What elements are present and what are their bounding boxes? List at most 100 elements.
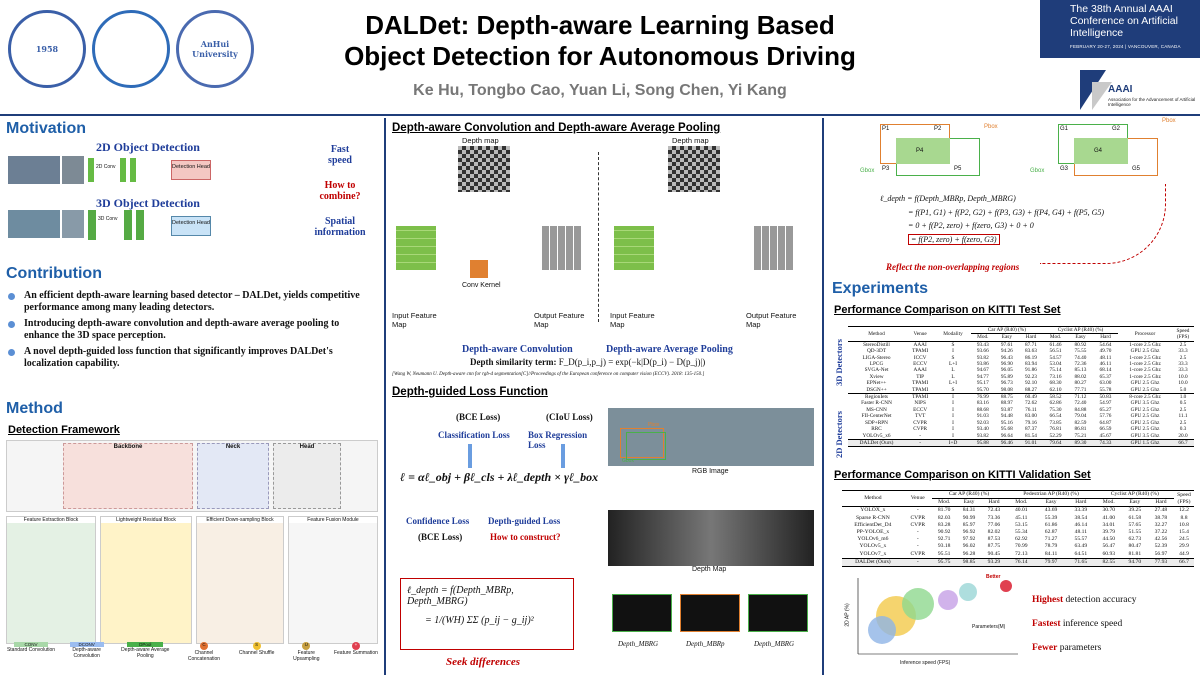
label-g3: G3 <box>1060 166 1069 172</box>
table-cell: - <box>916 529 919 536</box>
table-cell: 95.89 <box>1000 373 1013 380</box>
how-to-construct: How to construct? <box>490 532 561 542</box>
table-cell: 71.27 <box>1044 536 1058 543</box>
table-cell: 10.8 <box>1179 521 1189 528</box>
bubble-legend: Parameters(M) <box>972 624 1006 630</box>
table-cell: - <box>919 439 922 446</box>
table-cell: 94.48 <box>1000 413 1013 420</box>
depth-loss-eq: ℓ_depth = f(Depth_MBRp, Depth_MBRG) <box>407 585 514 607</box>
table-cell: 20.0 <box>1178 432 1188 439</box>
bce-bottom: (BCE Loss) <box>418 532 463 542</box>
table-cell: GPU 2.5 Ghz <box>1130 406 1160 413</box>
table-cell: I <box>952 406 954 413</box>
table-cell: 83.94 <box>1025 361 1037 368</box>
table-cell: 92.71 <box>937 536 951 543</box>
table-cell: 79.64 <box>1049 439 1062 446</box>
pbox-rect <box>620 428 664 458</box>
side-label-2d: 2D Detectors <box>834 411 844 458</box>
table-cell: RegionIets <box>865 394 888 401</box>
table-cell: 52.29 <box>1049 432 1062 439</box>
table-cell: I <box>952 432 954 439</box>
module-edb: Efficient Down-sampling Block <box>196 516 284 644</box>
motivation-questions: Fast speed How to combine? Spatial infor… <box>300 144 380 238</box>
table-cell: 79.16 <box>1025 419 1037 426</box>
legend-label: Standard Convolution <box>6 647 56 653</box>
table-cell: 77.06 <box>987 521 1001 528</box>
table-cell: 2.5 <box>1179 354 1187 361</box>
table-cell: 96.05 <box>1000 367 1013 374</box>
table-cell: 77.93 <box>1154 558 1168 565</box>
col-header: Method <box>848 326 906 342</box>
table-cell: 74.33 <box>1099 439 1112 446</box>
table-cell: 2.5 <box>1179 419 1187 426</box>
depth-crop-3 <box>748 594 808 632</box>
legend-label: Channel Concatenation <box>187 650 221 662</box>
depth-guided-loss: Depth-guided Loss <box>488 516 561 526</box>
pbox-caption-2: Pbox <box>1162 118 1176 124</box>
table-cell: 87.71 <box>1025 341 1037 348</box>
table-cell: 75.14 <box>1049 367 1062 374</box>
table-cell: AAAI <box>913 367 927 374</box>
sub-header: Hard <box>1147 498 1174 508</box>
table-cell: L <box>951 373 955 380</box>
legend-key: S <box>252 642 261 650</box>
summary-item: Fewer parameters <box>1032 636 1136 660</box>
table-cell: 87.37 <box>1025 426 1037 433</box>
table-cell: GPU 2.5 Ghz <box>1130 386 1160 393</box>
label-g1: G1 <box>1060 126 1069 132</box>
table-cell: 80.47 <box>1128 543 1142 550</box>
module-row: Feature Extraction Block Lightweight Res… <box>6 516 378 646</box>
table-cell: 98.08 <box>1000 386 1013 393</box>
table-cell: 1-core 2.5 Ghz <box>1129 341 1161 348</box>
conv3d-label: 3D Conv <box>98 216 118 222</box>
input-fm-label-2: Input Feature Map <box>610 311 655 329</box>
table-cell: 29.9 <box>1179 543 1189 550</box>
overlap-arrow <box>1040 184 1166 264</box>
table-cell: - <box>916 536 919 543</box>
table-cell: 84.88 <box>1074 406 1087 413</box>
depth-map-caption: Depth Map <box>692 566 727 573</box>
table-cell: 75.21 <box>1074 432 1087 439</box>
table-cell: 86.81 <box>1074 426 1087 433</box>
table-cell: CVPR <box>910 514 926 521</box>
table-cell: 48.11 <box>1099 354 1112 361</box>
sub-header: Easy <box>1068 333 1093 342</box>
table-cell: 0.3 <box>1179 426 1187 433</box>
head-label: Head <box>299 444 315 450</box>
label-g5: G5 <box>1132 166 1141 172</box>
table-cell: 72.43 <box>987 507 1001 514</box>
table-cell: 15.4 <box>1179 529 1189 536</box>
table-cell: 51.55 <box>1128 529 1142 536</box>
head-block: Head <box>273 443 341 509</box>
table-cell: 75.55 <box>1074 348 1087 355</box>
table-cell: 96.28 <box>962 550 976 557</box>
overlap-eq-3: = f(P2, zero) + f(zero, G3) <box>908 233 1000 245</box>
seek-differences: Seek differences <box>446 656 521 668</box>
table-cell: - <box>916 543 919 550</box>
table-cell: 96.02 <box>962 543 976 550</box>
table-cell: 73.16 <box>1049 373 1062 380</box>
table-cell: 61.58 <box>1128 514 1142 521</box>
table-cell: 62.86 <box>1049 400 1062 407</box>
table-cell: 60.49 <box>1025 394 1037 401</box>
table-cell: 74.40 <box>1074 354 1087 361</box>
table-cell: 45.67 <box>1099 432 1112 439</box>
bubble-better: Better <box>986 574 1001 580</box>
table-cell: 72.62 <box>1025 400 1037 407</box>
table-cell: Xview <box>869 373 884 380</box>
col-header: Cyclist AP (R40) (%) <box>1095 489 1174 500</box>
depth-map-label-2: Depth map <box>672 136 709 145</box>
table-cell: 88.97 <box>1000 400 1013 407</box>
similarity-formula: F_D(p_i,p_j) = exp(−k|D(p_i) − D(p_j)|) <box>558 357 706 367</box>
table-cell: YOLOv5_x <box>859 543 887 550</box>
table-cell: 10.0 <box>1178 373 1188 380</box>
crop-label-3: Depth_MBRG <box>754 640 795 648</box>
